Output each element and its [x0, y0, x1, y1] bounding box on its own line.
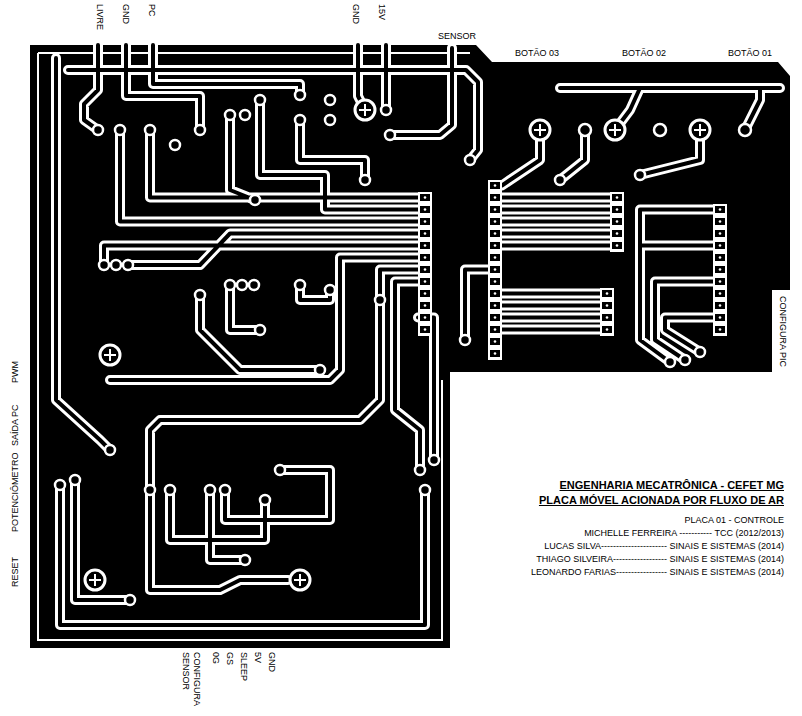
connector-label: SAÍDA PC	[10, 404, 21, 446]
connector-pin-label: GS	[224, 652, 235, 665]
title-block: ENGENHARIA MECATRÔNICA - CEFET MGPLACA M…	[452, 478, 784, 579]
thermal-pad	[85, 100, 710, 590]
author-line: MICHELLE FERREIRA ----------- TCC (2012/…	[584, 527, 784, 540]
connector-label: CONFIGURA SENSOR	[180, 652, 202, 714]
header-pads	[600, 288, 614, 336]
board-subtitle: PLACA MÓVEL ACIONADA POR FLUXO DE AR	[539, 493, 784, 508]
connector-pin-label: 15V	[376, 4, 387, 20]
ic-socket-pads	[488, 180, 502, 360]
connector-pin-label: 5V	[252, 652, 263, 663]
connector-pin-label: PC	[146, 4, 157, 17]
button-label: BOTÃO 02	[622, 48, 666, 59]
author-line: THIAGO SILVEIRA------------------ SINAIS…	[536, 553, 784, 566]
connector-pin-label: 0G	[210, 652, 221, 664]
board-copper	[30, 45, 790, 648]
ic-socket-pads	[418, 192, 432, 336]
connector-pin-label: GND	[266, 652, 277, 672]
connector-label: CONFIGURA PIC	[777, 296, 788, 367]
header-pads	[610, 192, 624, 252]
connector-label: SENSOR	[438, 31, 476, 42]
connector-label: RESET	[10, 557, 21, 587]
connector-pin-label: LIVRE	[94, 4, 105, 30]
title: ENGENHARIA MECATRÔNICA - CEFET MG	[560, 478, 784, 493]
button-label: BOTÃO 03	[515, 48, 559, 59]
header-pads	[713, 204, 727, 336]
connector-pin-label: GND	[120, 4, 131, 24]
component-pads	[55, 90, 751, 605]
board-isolation-border	[38, 53, 470, 640]
button-label: BOTÃO 01	[728, 48, 772, 59]
connector-label: PWM	[10, 361, 21, 383]
connector-label: POTENCIÔMETRO	[10, 452, 21, 532]
connector-pin-label: GND	[350, 4, 361, 24]
author-line: LUCAS SILVA---------------------- SINAIS…	[544, 540, 784, 553]
board-name: PLACA 01 - CONTROLE	[684, 514, 784, 527]
connector-pin-label: SLEEP	[238, 652, 249, 681]
author-line: LEONARDO FARIAS----------------- SINAIS …	[531, 566, 784, 579]
